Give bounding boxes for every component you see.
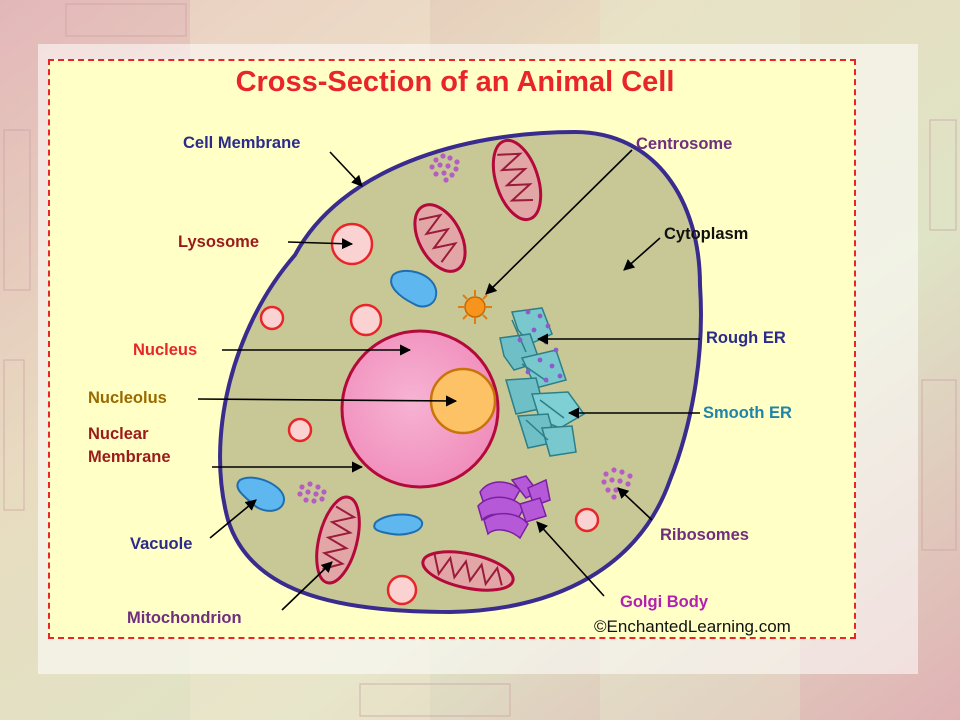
ribosome-cluster-top (429, 153, 460, 183)
mitochondrion-top-right (491, 138, 543, 222)
label-vacuole: Vacuole (130, 535, 192, 553)
label-smooth-er: Smooth ER (703, 404, 792, 422)
mitochondrion-bottom-center (421, 550, 515, 592)
mitochondrion-top-left (413, 203, 467, 273)
label-golgi-body: Golgi Body (620, 593, 709, 611)
label-ribosomes: Ribosomes (660, 526, 749, 544)
centrosome (458, 290, 492, 324)
label-cell-membrane: Cell Membrane (183, 134, 300, 152)
label-nuclear-membrane-line1: Nuclear (88, 425, 149, 443)
label-centrosome: Centrosome (636, 135, 732, 153)
nucleus (340, 329, 500, 489)
credit-text: ©EnchantedLearning.com (594, 617, 791, 636)
vacuole-group (236, 270, 438, 536)
label-cytoplasm: Cytoplasm (664, 225, 748, 243)
label-nucleolus: Nucleolus (88, 389, 167, 407)
ribosome-cluster-left (297, 481, 327, 504)
label-rough-er: Rough ER (706, 329, 786, 347)
label-mitochondrion: Mitochondrion (127, 609, 242, 627)
diagram-title: Cross-Section of an Animal Cell (236, 66, 675, 98)
label-lysosome: Lysosome (178, 233, 259, 251)
label-nuclear-membrane-line2: Membrane (88, 448, 171, 466)
leader-lines (197, 149, 700, 611)
label-nucleus: Nucleus (133, 341, 197, 359)
golgi-body (477, 475, 551, 540)
